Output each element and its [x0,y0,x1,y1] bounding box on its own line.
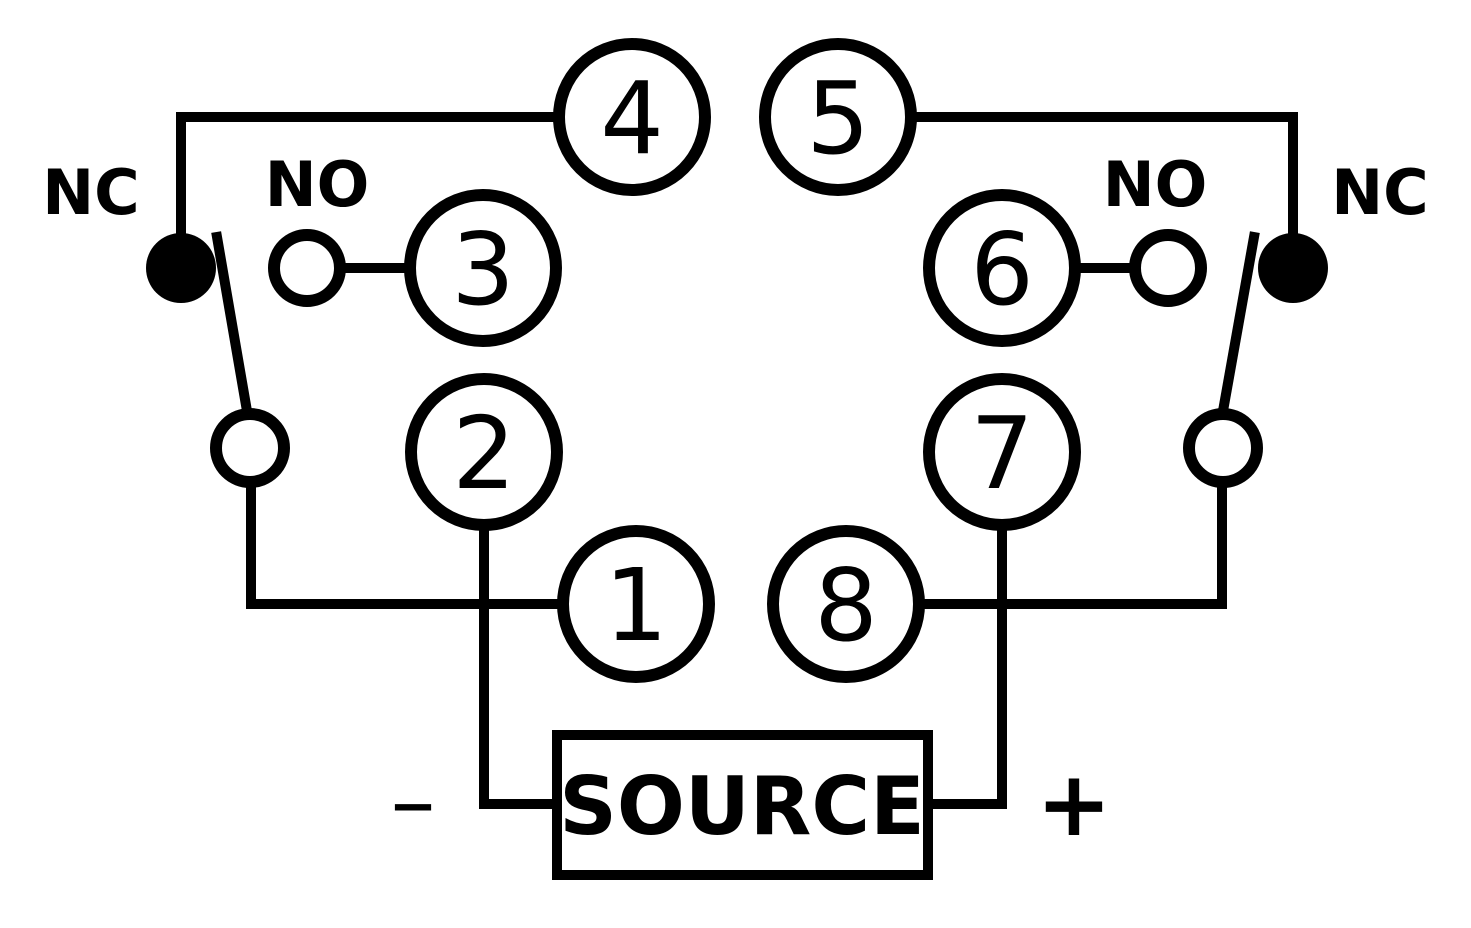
source-box [552,730,933,880]
pin-2: 2 [405,373,563,531]
right-no-contact [1129,229,1207,307]
wire-pin2-to-source-minus [479,525,562,809]
left-switch-arm [211,231,253,417]
left-common-contact [210,408,290,488]
wire-right-common-to-pin8 [920,478,1227,609]
pin-3-label: 3 [451,211,515,328]
wire-pin7-to-source-plus [923,525,1007,809]
left-no-contact [268,229,346,307]
wire-pin4-to-left-nc [176,112,558,273]
contact-points [146,229,1328,488]
pin-5-label: 5 [806,60,870,177]
left-nc-contact [146,233,216,303]
source-label: SOURCE [559,760,925,853]
pin-6: 6 [923,189,1081,347]
power-source: SOURCE – + [391,730,1112,880]
pin-4-label: 4 [600,60,664,177]
right-switch-arm [1217,231,1260,417]
right-common-contact [1183,408,1263,488]
pin-7: 7 [923,373,1081,531]
source-plus-label: + [1036,752,1111,857]
wire-pin5-to-right-nc [912,112,1298,273]
pin-1: 1 [557,525,715,683]
pin-1-label: 1 [604,547,668,664]
right-no-label: NO [1103,148,1208,221]
pin-2-label: 2 [452,395,516,512]
pin-4: 4 [553,38,711,196]
terminal-pins: 4 5 3 6 2 7 1 8 [404,38,1081,683]
left-no-label: NO [265,148,370,221]
pin-6-label: 6 [970,211,1034,328]
source-minus-label: – [391,749,436,854]
pin-7-label: 7 [970,395,1034,512]
pin-3: 3 [404,189,562,347]
wires [176,112,1298,809]
pin-8: 8 [767,525,925,683]
contact-labels: NC NO NO NC [42,148,1428,229]
right-nc-label: NC [1331,156,1428,229]
pin-5: 5 [759,38,917,196]
right-nc-contact [1258,233,1328,303]
pin-8-label: 8 [814,547,878,664]
left-nc-label: NC [42,156,139,229]
wire-left-common-to-pin1 [246,478,565,609]
